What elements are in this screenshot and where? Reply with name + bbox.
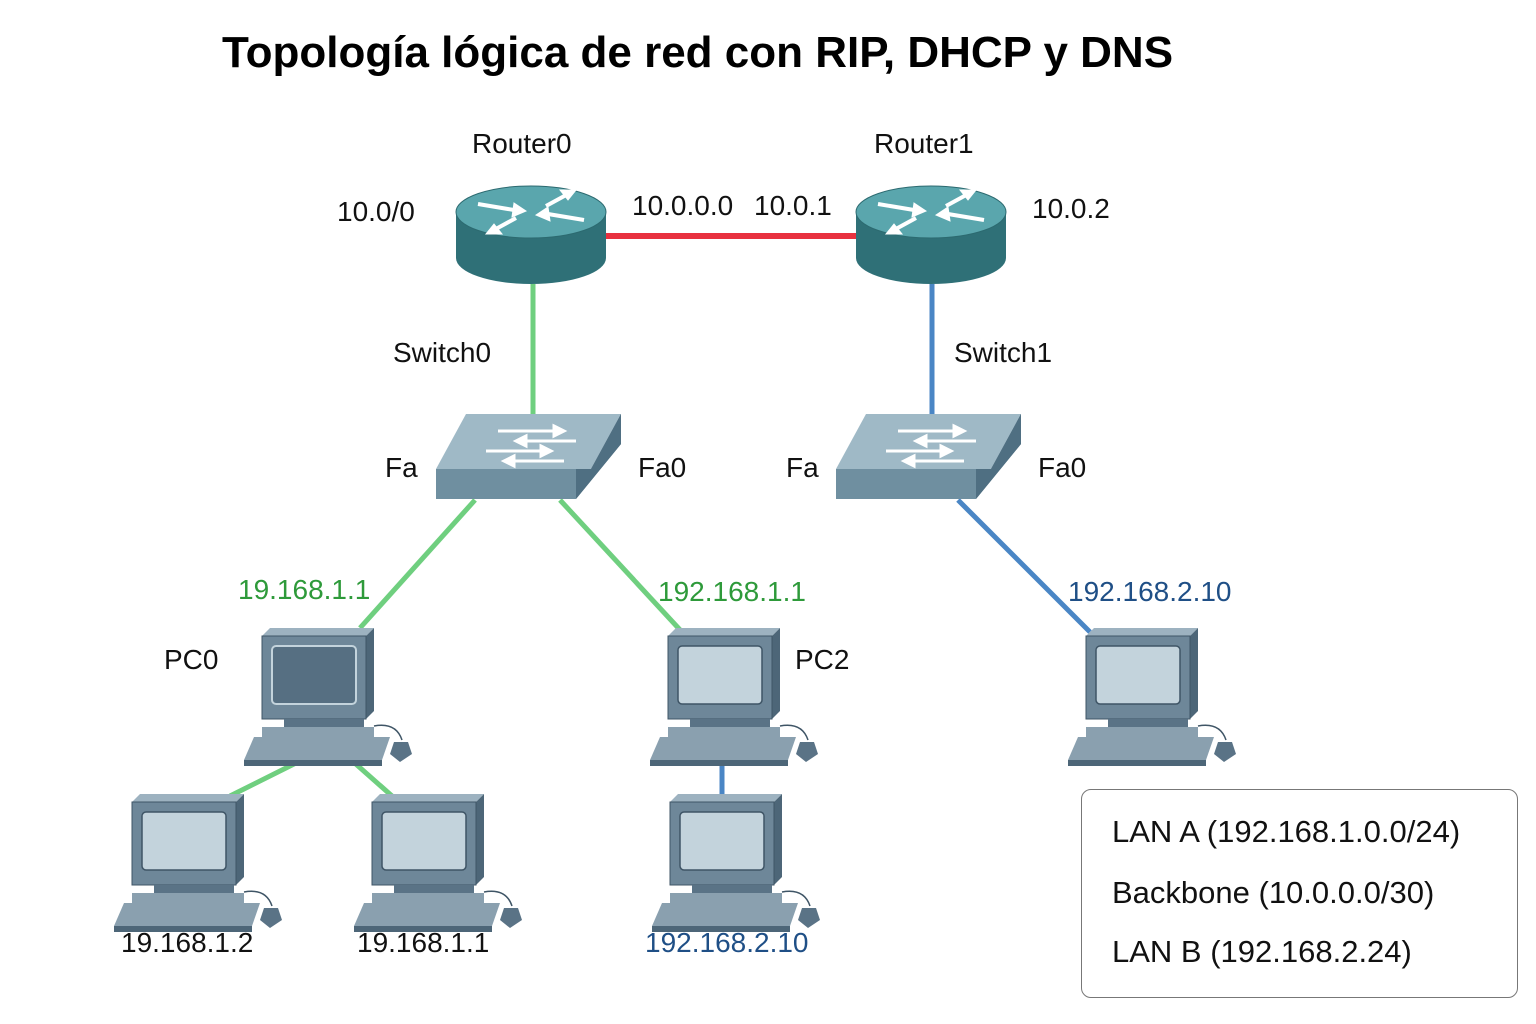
switch0-port-left: Fa <box>385 452 418 483</box>
router0-ip-right: 10.0.0.0 <box>632 190 734 221</box>
switch1-port-left: Fa <box>786 452 819 483</box>
switch1-icon[interactable] <box>834 412 1023 501</box>
router0-icon[interactable] <box>454 184 608 286</box>
pc0-label: PC0 <box>164 644 219 675</box>
legend-item-lan-b: LAN B (192.168.2.24) <box>1112 934 1412 969</box>
pc-right-icon[interactable] <box>651 793 821 933</box>
pc-left-ip: 19.168.1.2 <box>121 927 254 958</box>
legend-box <box>1081 789 1518 998</box>
router1-ip-left: 10.0.1 <box>754 190 832 221</box>
switch0-port-right: Fa0 <box>638 452 687 483</box>
router0-ip-left: 10.0/0 <box>337 196 415 227</box>
pc0-screen <box>271 645 357 705</box>
page-title: Topología lógica de red con RIP, DHCP y … <box>222 28 1174 77</box>
pc2-label: PC2 <box>795 644 850 675</box>
pc2-ip: 192.168.1.1 <box>658 576 806 607</box>
pc-mid-ip: 19.168.1.1 <box>357 927 490 958</box>
pc2-icon[interactable] <box>649 627 819 767</box>
legend-item-lan-a: LAN A (192.168.1.0.0/24) <box>1112 814 1461 849</box>
pc-left-icon[interactable] <box>113 793 283 933</box>
switch1-pc-link <box>956 498 1092 634</box>
pc-lanb-ip: 192.168.2.10 <box>1068 576 1232 607</box>
pc0-ip: 19.168.1.1 <box>238 574 371 605</box>
switch1-port-right: Fa0 <box>1038 452 1087 483</box>
router0-label: Router0 <box>472 128 572 159</box>
pc-right-ip: 192.168.2.10 <box>645 927 809 958</box>
switch1-label: Switch1 <box>954 337 1053 368</box>
switch0-label: Switch0 <box>393 337 492 368</box>
router1-ip-right: 10.0.2 <box>1032 193 1110 224</box>
router1-label: Router1 <box>874 128 974 159</box>
pc-lanb-icon[interactable] <box>1067 627 1237 767</box>
legend-item-backbone: Backbone (10.0.0.0/30) <box>1112 875 1435 910</box>
switch0-icon[interactable] <box>434 412 623 501</box>
pc-mid-icon[interactable] <box>353 793 523 933</box>
router1-icon[interactable] <box>854 184 1008 286</box>
switch0-pc2-link <box>558 498 684 634</box>
switch0-pc0-link <box>358 498 477 630</box>
